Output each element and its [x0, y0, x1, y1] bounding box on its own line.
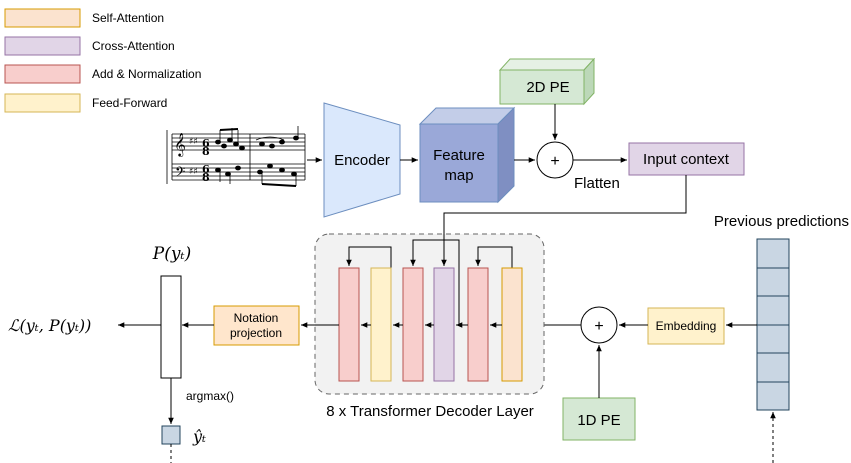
- sheet-music-image: 𝄞 𝄢 ♯♯ ♯♯ 6 8 6 8: [166, 126, 306, 187]
- input-context-label: Input context: [643, 151, 730, 168]
- feature-map-label-line1: Feature: [433, 147, 485, 164]
- add-operator-top-symbol: +: [550, 153, 559, 170]
- legend-label-feed-forward: Feed-Forward: [92, 96, 167, 110]
- legend-label-add-norm: Add & Normalization: [92, 67, 201, 81]
- add-norm-block-3: [467, 267, 489, 382]
- legend-swatch-feed-forward: [4, 93, 81, 113]
- decoder-blocks: [338, 267, 523, 382]
- add-norm-block-2: [402, 267, 424, 382]
- previous-predictions-sequence: [756, 238, 790, 411]
- feature-map-block: Feature map: [418, 106, 516, 204]
- legend-swatch-add-norm: [4, 64, 81, 84]
- svg-text:8: 8: [202, 145, 210, 158]
- add-operator-bottom: +: [580, 306, 618, 344]
- legend-swatch-cross-attention: [4, 36, 81, 56]
- add-operator-top: +: [536, 141, 574, 179]
- notation-projection-line2: projection: [230, 326, 282, 340]
- cross-attention-block: [433, 267, 455, 382]
- probability-label: P(yₜ): [152, 244, 192, 264]
- svg-text:6: 6: [202, 163, 210, 176]
- self-attention-block: [501, 267, 523, 382]
- add-operator-bottom-symbol: +: [594, 318, 603, 335]
- feature-map-label-line2: map: [444, 167, 473, 184]
- residual-connection-2: [410, 239, 460, 325]
- input-context-block: Input context: [628, 142, 745, 176]
- legend: Self-Attention Cross-Attention Add & Nor…: [4, 8, 201, 113]
- embedding-block: Embedding: [647, 307, 725, 345]
- svg-text:8: 8: [202, 171, 210, 184]
- notation-projection-block: Notation projection: [213, 305, 300, 346]
- pe1d-label: 1D PE: [577, 412, 620, 429]
- svg-text:6: 6: [202, 137, 210, 150]
- legend-swatch-self-attention: [4, 8, 81, 28]
- notation-projection-line1: Notation: [234, 311, 279, 325]
- probability-vector: [160, 275, 182, 379]
- flatten-label: Flatten: [574, 175, 620, 192]
- argmax-label: argmax(): [186, 389, 234, 403]
- svg-text:𝄞: 𝄞: [174, 132, 186, 157]
- encoder-label: Encoder: [334, 152, 390, 169]
- encoder-block: Encoder: [323, 102, 401, 218]
- pe2d-block: 2D PE: [498, 57, 596, 106]
- prediction-label: ŷₜ: [192, 427, 206, 446]
- svg-text:♯♯: ♯♯: [189, 137, 198, 147]
- decoder-caption: 8 x Transformer Decoder Layer: [326, 403, 534, 420]
- previous-predictions-label: Previous predictions: [714, 213, 849, 230]
- legend-label-self-attention: Self-Attention: [92, 11, 164, 25]
- legend-label-cross-attention: Cross-Attention: [92, 39, 175, 53]
- feed-forward-block: [370, 267, 392, 382]
- pe1d-block: 1D PE: [562, 397, 636, 441]
- prediction-token: [161, 425, 181, 445]
- svg-text:♯♯: ♯♯: [189, 167, 198, 177]
- pe2d-label: 2D PE: [526, 79, 569, 96]
- add-norm-block-1: [338, 267, 360, 382]
- loss-label: ℒ(yₜ, P(yₜ)): [8, 316, 91, 335]
- embedding-label: Embedding: [656, 319, 717, 333]
- svg-text:𝄢: 𝄢: [175, 164, 185, 183]
